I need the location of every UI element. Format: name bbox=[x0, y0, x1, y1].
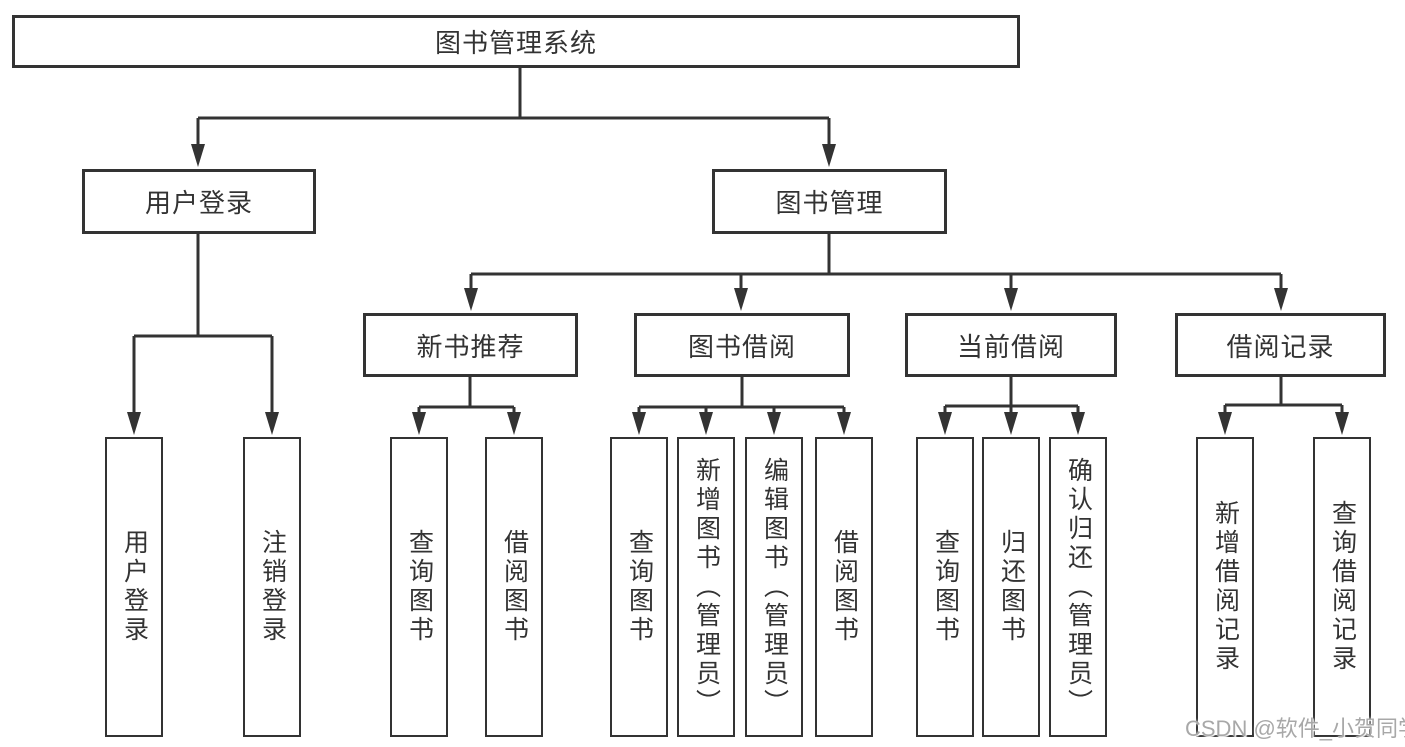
leaf-logout: 注销登录 bbox=[243, 437, 301, 737]
leaf-edit-books-admin-label: 编辑图书（管理员） bbox=[760, 456, 789, 718]
leaf-edit-books-admin: 编辑图书（管理员） bbox=[745, 437, 803, 737]
watermark: CSDN @软件_小贺同学 bbox=[1185, 716, 1405, 741]
arrowheads bbox=[127, 144, 1349, 435]
leaf-query-books-current-label: 查询图书 bbox=[931, 529, 960, 645]
leaf-query-books-rec: 查询图书 bbox=[390, 437, 448, 737]
leaf-query-books-rec-label: 查询图书 bbox=[405, 529, 434, 645]
node-user-login: 用户登录 bbox=[82, 169, 316, 234]
node-current-borrow-label: 当前借阅 bbox=[956, 331, 1065, 362]
node-book-mgmt: 图书管理 bbox=[712, 169, 947, 234]
leaf-borrow-books-borrow: 借阅图书 bbox=[815, 437, 873, 737]
node-borrow-records: 借阅记录 bbox=[1175, 313, 1386, 377]
leaf-return-books-label: 归还图书 bbox=[997, 529, 1026, 645]
leaf-logout-label: 注销登录 bbox=[258, 529, 287, 645]
node-book-borrow-label: 图书借阅 bbox=[687, 331, 796, 362]
leaf-query-books-current: 查询图书 bbox=[916, 437, 974, 737]
leaf-return-books: 归还图书 bbox=[982, 437, 1040, 737]
node-borrow-records-label: 借阅记录 bbox=[1226, 331, 1335, 362]
leaf-borrow-books-rec: 借阅图书 bbox=[485, 437, 543, 737]
leaf-user-login-label: 用户登录 bbox=[120, 529, 149, 645]
node-current-borrow: 当前借阅 bbox=[905, 313, 1117, 377]
leaf-add-borrow-record: 新增借阅记录 bbox=[1196, 437, 1254, 737]
connector-paths bbox=[132, 68, 1344, 415]
leaf-add-borrow-record-label: 新增借阅记录 bbox=[1211, 500, 1240, 674]
leaf-confirm-return-admin-label: 确认归还（管理员） bbox=[1064, 456, 1093, 718]
leaf-query-borrow-record-label: 查询借阅记录 bbox=[1328, 500, 1357, 674]
leaf-query-books-borrow-label: 查询图书 bbox=[625, 529, 654, 645]
leaf-query-books-borrow: 查询图书 bbox=[610, 437, 668, 737]
node-root-label: 图书管理系统 bbox=[434, 28, 597, 58]
leaf-borrow-books-rec-label: 借阅图书 bbox=[500, 529, 529, 645]
leaf-query-borrow-record: 查询借阅记录 bbox=[1313, 437, 1371, 737]
leaf-user-login: 用户登录 bbox=[105, 437, 163, 737]
node-book-borrow: 图书借阅 bbox=[634, 313, 850, 377]
node-new-book-rec-label: 新书推荐 bbox=[416, 331, 525, 362]
node-new-book-rec: 新书推荐 bbox=[363, 313, 578, 377]
leaf-borrow-books-borrow-label: 借阅图书 bbox=[830, 529, 859, 645]
leaf-confirm-return-admin: 确认归还（管理员） bbox=[1049, 437, 1107, 737]
leaf-add-books-admin-label: 新增图书（管理员） bbox=[692, 456, 721, 718]
leaf-add-books-admin: 新增图书（管理员） bbox=[677, 437, 735, 737]
node-root: 图书管理系统 bbox=[12, 15, 1020, 68]
node-user-login-label: 用户登录 bbox=[144, 188, 253, 218]
node-book-mgmt-label: 图书管理 bbox=[775, 188, 884, 218]
